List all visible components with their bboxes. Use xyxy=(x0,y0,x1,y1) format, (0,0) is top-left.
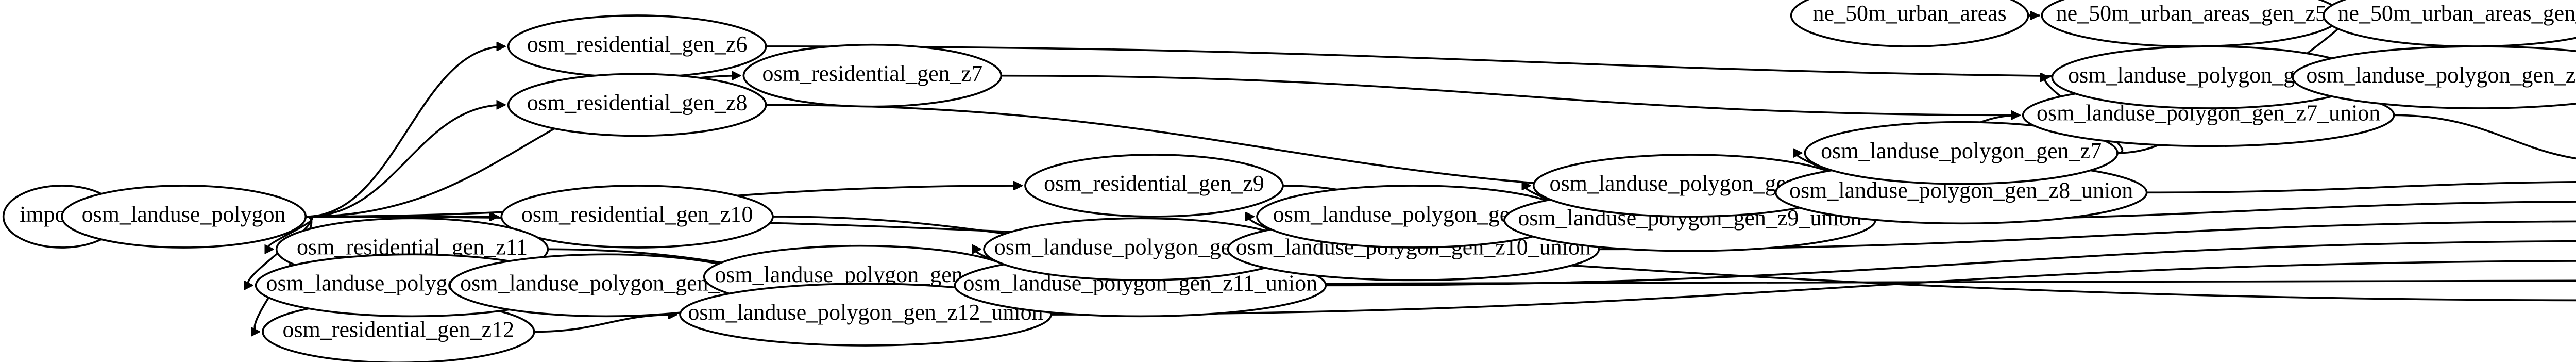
edge-osm_landuse_polygon_gen_z7_union-to-layer_landuse_z7 xyxy=(2394,114,2576,160)
edge-osm_landuse_polygon-to-osm_residential_gen_z6 xyxy=(306,46,505,218)
node-ne_50m_urban_areas[interactable]: ne_50m_urban_areas xyxy=(1790,0,2029,47)
edge-osm_landuse_polygon_gen_z12_union-to-layer_landuse_z12 xyxy=(1050,260,2576,316)
node-osm_landuse_polygon_gen_z12[interactable]: osm_landuse_polygon_gen_z12 xyxy=(449,253,764,318)
node-osm_residential_gen_z6[interactable]: osm_residential_gen_z6 xyxy=(507,14,767,78)
node-label: osm_residential_gen_z7 xyxy=(762,61,982,86)
node-label: osm_residential_gen_z6 xyxy=(527,31,748,57)
node-osm_residential_gen_z12[interactable]: osm_residential_gen_z12 xyxy=(262,300,535,362)
edge-osm_landuse_polygon-to-osm_residential_gen_z8 xyxy=(306,105,505,218)
node-osm_landuse_polygon_gen_z8[interactable]: osm_landuse_polygon_gen_z8 xyxy=(1532,154,1848,218)
node-label: osm_residential_gen_z8 xyxy=(527,90,748,115)
node-label: osm_residential_gen_z12 xyxy=(282,317,514,342)
edge-osm_landuse_polygon_gen_z10_union-to-layer_landuse_z10 xyxy=(1599,220,2576,251)
node-osm_landuse_polygon_gen_z7[interactable]: osm_landuse_polygon_gen_z7 xyxy=(1804,121,2119,185)
node-label: ne_50m_urban_areas_gen_z4 xyxy=(2337,1,2576,26)
node-ne_50m_urban_areas_gen_z4[interactable]: ne_50m_urban_areas_gen_z4 xyxy=(2323,0,2576,47)
node-osm_landuse_polygon_gen_z12_union[interactable]: osm_landuse_polygon_gen_z12_union xyxy=(679,283,1052,347)
node-label: osm_landuse_polygon_gen_z12_union xyxy=(688,300,1043,325)
node-label: osm_residential_gen_z10 xyxy=(521,202,753,227)
node-label: osm_residential_gen_z9 xyxy=(1044,171,1264,196)
node-label: osm_landuse_polygon xyxy=(82,202,286,227)
node-label: ne_50m_urban_areas_gen_z5 xyxy=(2056,1,2327,26)
edge-osm_landuse_polygon-to-osm_residential_gen_z11 xyxy=(268,216,313,249)
edge-osm_residential_gen_z6-to-osm_landuse_polygon_gen_z6_union xyxy=(766,45,2290,77)
node-osm_landuse_polygon_gen_z6_union[interactable]: osm_landuse_polygon_gen_z6_union xyxy=(2292,45,2576,109)
node-label: osm_landuse_polygon_gen_z6_union xyxy=(2306,62,2576,88)
node-osm_residential_gen_z10[interactable]: osm_residential_gen_z10 xyxy=(500,185,774,249)
node-label: ne_50m_urban_areas xyxy=(1813,1,2007,26)
node-ne_50m_urban_areas_gen_z5[interactable]: ne_50m_urban_areas_gen_z5 xyxy=(2041,0,2342,47)
node-osm_residential_gen_z7[interactable]: osm_residential_gen_z7 xyxy=(742,43,1003,108)
node-osm_landuse_polygon[interactable]: osm_landuse_polygon xyxy=(61,185,307,249)
edge-osm_landuse_polygon_gen_z8_union-to-layer_landuse_z8 xyxy=(2146,181,2576,194)
node-osm_residential_gen_z9[interactable]: osm_residential_gen_z9 xyxy=(1024,154,1284,218)
node-label: osm_landuse_polygon_gen_z7 xyxy=(1821,138,2102,163)
edge-osm_residential_gen_z7-to-osm_landuse_polygon_gen_z7_union xyxy=(1001,74,2020,116)
node-osm_residential_gen_z8[interactable]: osm_residential_gen_z8 xyxy=(507,73,767,137)
